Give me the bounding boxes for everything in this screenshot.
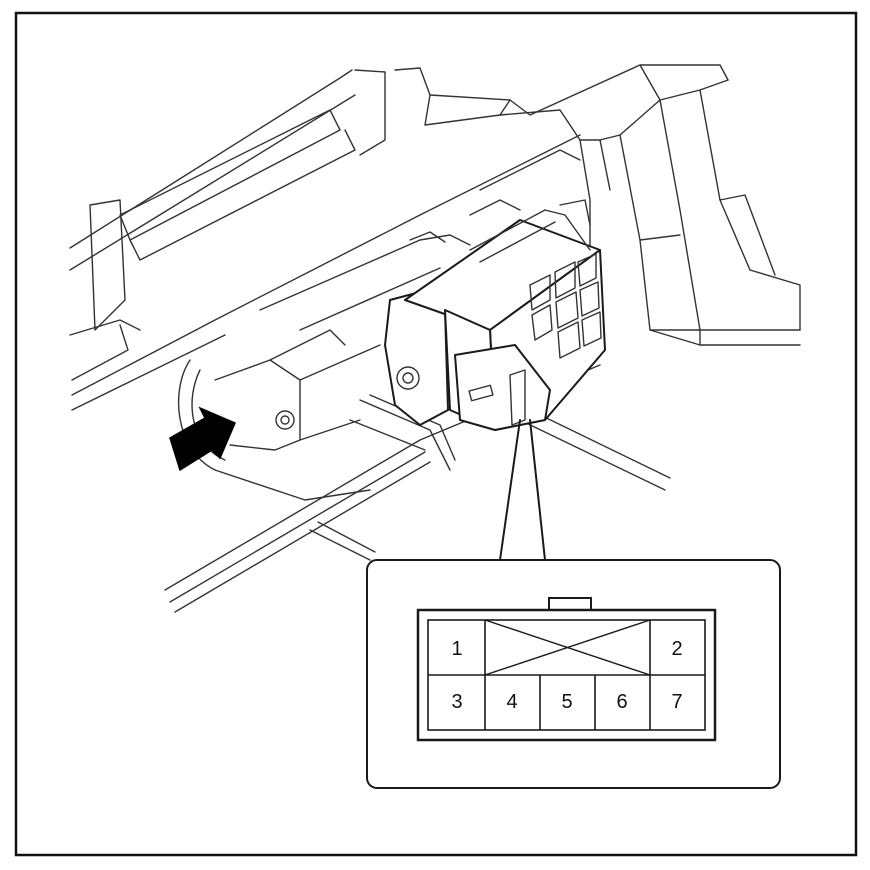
pin-2-label: 2 [671,638,682,660]
pin-4-label: 4 [506,691,517,713]
pin-5-label: 5 [561,691,572,713]
pin-7-label: 7 [671,691,682,713]
pin-3-label: 3 [451,691,462,713]
pin-1-label: 1 [451,638,462,660]
connector-face-callout: 1 2 3 4 5 6 7 [366,559,781,789]
callout-leader [499,419,546,561]
console-structure [69,64,801,613]
connector-3d [384,209,606,431]
arrow-icon [169,406,236,472]
pin-6-label: 6 [616,691,627,713]
